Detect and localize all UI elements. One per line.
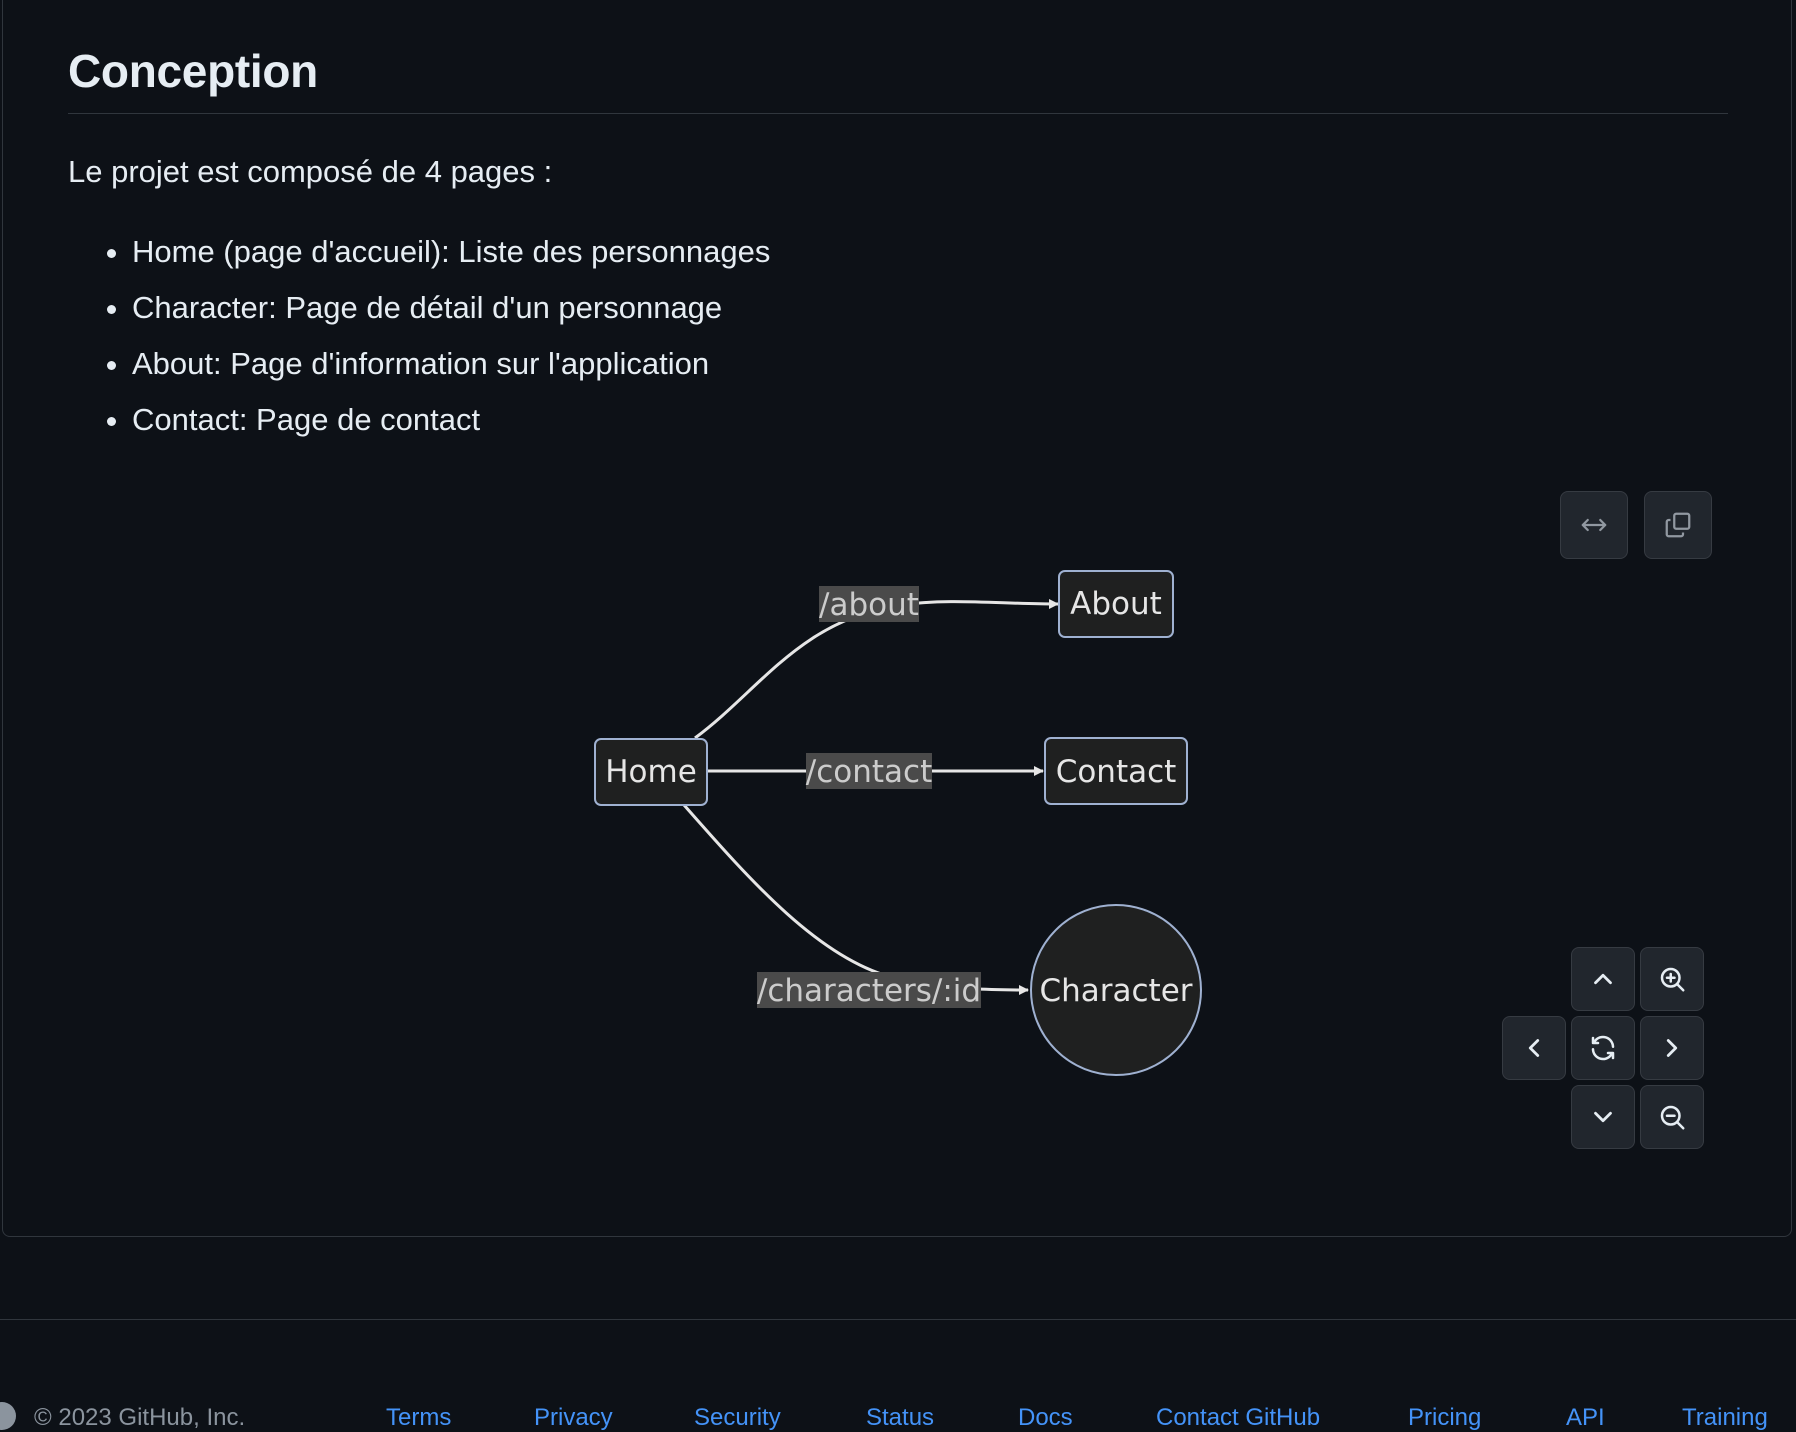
- edge-label-about-text: /about: [819, 587, 919, 623]
- node-contact: Contact: [1044, 737, 1188, 805]
- pan-left-button[interactable]: [1502, 1016, 1566, 1080]
- chevron-down-icon: [1594, 1111, 1612, 1123]
- zoom-out-icon: [1660, 1105, 1685, 1130]
- node-about-label: About: [1070, 586, 1162, 622]
- reset-view-button[interactable]: [1571, 1016, 1635, 1080]
- node-contact-label: Contact: [1056, 754, 1177, 790]
- chevron-up-icon: [1594, 973, 1612, 985]
- list-item: Home (page d'accueil): Liste des personn…: [132, 232, 770, 288]
- node-about: About: [1058, 570, 1174, 638]
- node-character-label: Character: [1039, 973, 1192, 1009]
- list-item: Contact: Page de contact: [132, 400, 770, 456]
- footer-copyright: © 2023 GitHub, Inc.: [34, 1404, 246, 1431]
- heading-divider: [68, 113, 1728, 114]
- zoom-in-button[interactable]: [1640, 947, 1704, 1011]
- footer-link-docs[interactable]: Docs: [1018, 1404, 1073, 1431]
- pan-up-button[interactable]: [1571, 947, 1635, 1011]
- intro-text: Le projet est composé de 4 pages :: [68, 154, 553, 189]
- chevron-right-icon: [1666, 1039, 1678, 1057]
- copy-icon: [1665, 512, 1691, 538]
- pan-right-button[interactable]: [1640, 1016, 1704, 1080]
- footer-link-terms[interactable]: Terms: [386, 1404, 452, 1431]
- zoom-out-button[interactable]: [1640, 1085, 1704, 1149]
- edge-label-character: /characters/:id: [757, 972, 981, 1009]
- edge-label-contact-text: /contact: [806, 754, 932, 790]
- chevron-left-icon: [1528, 1039, 1540, 1057]
- footer: © 2023 GitHub, Inc. Terms Privacy Securi…: [0, 1402, 1796, 1432]
- footer-divider: [0, 1319, 1796, 1320]
- zoom-in-icon: [1660, 967, 1685, 992]
- footer-link-contact[interactable]: Contact GitHub: [1156, 1404, 1321, 1431]
- footer-link-security[interactable]: Security: [694, 1404, 781, 1431]
- pages-list: Home (page d'accueil): Liste des personn…: [132, 232, 770, 456]
- edge-home-character: [682, 804, 1029, 995]
- section-heading: Conception: [68, 45, 318, 97]
- footer-link-status[interactable]: Status: [866, 1404, 935, 1431]
- node-character: Character: [1030, 904, 1202, 1076]
- arrows-horizontal-icon: [1581, 518, 1607, 532]
- list-item: About: Page d'information sur l'applicat…: [132, 344, 770, 400]
- pan-down-button[interactable]: [1571, 1085, 1635, 1149]
- mermaid-diagram: /about /contact /characters/:id Home Abo…: [594, 570, 1202, 1076]
- edge-label-about: /about: [819, 586, 919, 623]
- node-home-label: Home: [605, 754, 697, 790]
- footer-link-training[interactable]: Training: [1682, 1404, 1768, 1431]
- fullscreen-button[interactable]: [1560, 491, 1628, 559]
- list-item: Character: Page de détail d'un personnag…: [132, 288, 770, 344]
- edge-label-character-text: /characters/:id: [757, 973, 981, 1009]
- footer-link-pricing[interactable]: Pricing: [1408, 1404, 1482, 1431]
- copy-button[interactable]: [1644, 491, 1712, 559]
- footer-link-privacy[interactable]: Privacy: [534, 1404, 613, 1431]
- github-logo-icon[interactable]: [0, 1402, 16, 1430]
- footer-link-api[interactable]: API: [1566, 1404, 1605, 1431]
- sync-icon: [1591, 1035, 1615, 1061]
- node-home: Home: [594, 738, 708, 806]
- edge-label-contact: /contact: [806, 753, 932, 790]
